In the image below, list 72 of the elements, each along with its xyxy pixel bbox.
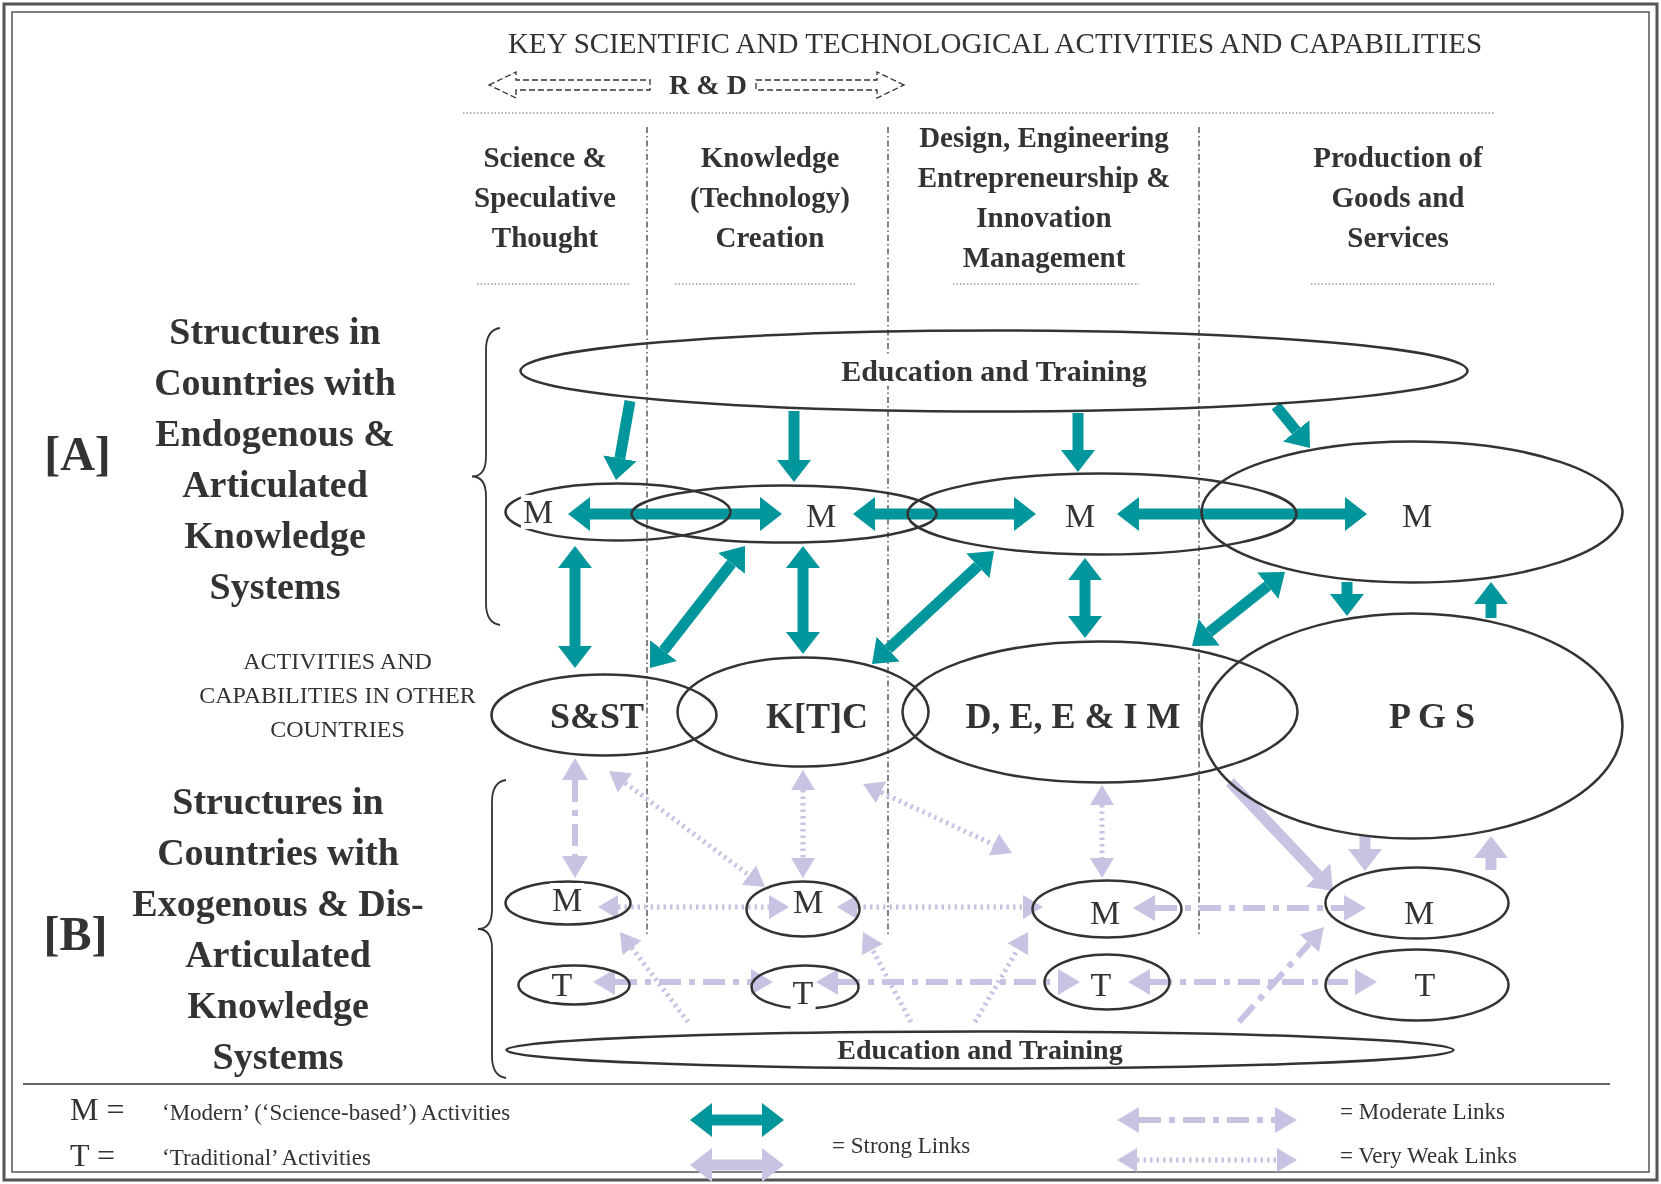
double-arrow (562, 758, 588, 878)
double-arrow (1117, 497, 1367, 531)
arrow (603, 400, 637, 480)
ellipse-node (901, 640, 1299, 784)
ellipse-node (1043, 953, 1171, 1011)
double-arrow (568, 497, 782, 531)
legend-symbol: M = (70, 1090, 126, 1129)
double-arrow (558, 546, 592, 668)
side-heading: Structures in Countries with Exogenous & Dis-Articulated Knowledge Systems (131, 779, 425, 1079)
arrow (1474, 582, 1508, 618)
double-arrow (786, 546, 820, 654)
legend-label: = Strong Links (832, 1132, 971, 1160)
ellipse-node (519, 329, 1469, 413)
double-arrow (1090, 785, 1114, 878)
ellipse-node (504, 482, 732, 542)
double-arrow (650, 546, 745, 668)
arrow (1474, 836, 1508, 870)
double-arrow (1192, 572, 1285, 646)
double-arrow (872, 551, 994, 664)
title: KEY SCIENTIFIC AND TECHNOLOGICAL ACTIVITIES AND CAPABILITIES (506, 26, 1484, 61)
arrow (777, 411, 811, 482)
arrow (1330, 582, 1364, 616)
arrow (972, 932, 1029, 1024)
legend-symbol: T = (70, 1136, 116, 1175)
ellipse-node (750, 964, 860, 1010)
ellipse-node (676, 656, 930, 768)
column-heading: Production of Goods and Services (1312, 140, 1484, 255)
double-arrow (837, 895, 1043, 919)
ellipse-node (504, 880, 632, 926)
legend-label: = Very Weak Links (1340, 1142, 1517, 1170)
legend-definition: ‘Modern’ (‘Science-based’) Activities (162, 1099, 512, 1127)
node-label: Education and Training (839, 356, 1149, 386)
ellipse-node (517, 964, 631, 1006)
column-heading: Design, Engineering Entrepreneurship & Innovation Management (916, 120, 1172, 275)
double-arrow (598, 895, 789, 919)
section-marker: [B] (42, 906, 109, 962)
arrow (1271, 402, 1310, 448)
double-arrow (863, 781, 1012, 856)
ellipse-node (745, 880, 861, 938)
arrow (861, 932, 914, 1024)
double-arrow (853, 497, 1036, 531)
side-heading: Structures in Countries with Endogenous & Articulated Knowledge Systems (153, 309, 397, 609)
ellipse-node (1200, 612, 1624, 840)
double-arrow (816, 969, 1080, 995)
legend-definition: ‘Traditional’ Activities (162, 1144, 372, 1172)
ellipse-node (906, 472, 1298, 556)
ellipse-node (490, 673, 718, 757)
column-heading: Science & Speculative Thought (473, 140, 617, 255)
double-arrow (1133, 895, 1366, 921)
double-arrow (1068, 558, 1102, 638)
arrow (620, 932, 690, 1024)
section-marker: [A] (43, 426, 112, 482)
side-note: ACTIVITIES AND CAPABILITIES IN OTHER COUNTRIES (198, 647, 477, 744)
ellipse-node (1324, 866, 1510, 940)
ellipse-node (1200, 440, 1624, 584)
node-label: M (520, 495, 556, 529)
arrow (1226, 778, 1333, 891)
ellipse-node (1031, 879, 1183, 939)
node-label: T (549, 968, 575, 1002)
double-arrow (791, 770, 815, 878)
ellipse-node (630, 484, 938, 544)
ellipse-node (505, 1030, 1455, 1070)
section-label: R & D (668, 68, 748, 102)
arrow (1236, 927, 1324, 1024)
legend-label: = Moderate Links (1340, 1098, 1505, 1126)
ellipse-node (1324, 948, 1510, 1022)
arrow (1348, 835, 1382, 871)
double-arrow (593, 969, 773, 995)
column-heading: Knowledge (Technology) Creation (688, 140, 852, 255)
double-arrow (609, 771, 765, 887)
arrow (1061, 413, 1095, 472)
double-arrow (1128, 969, 1377, 995)
